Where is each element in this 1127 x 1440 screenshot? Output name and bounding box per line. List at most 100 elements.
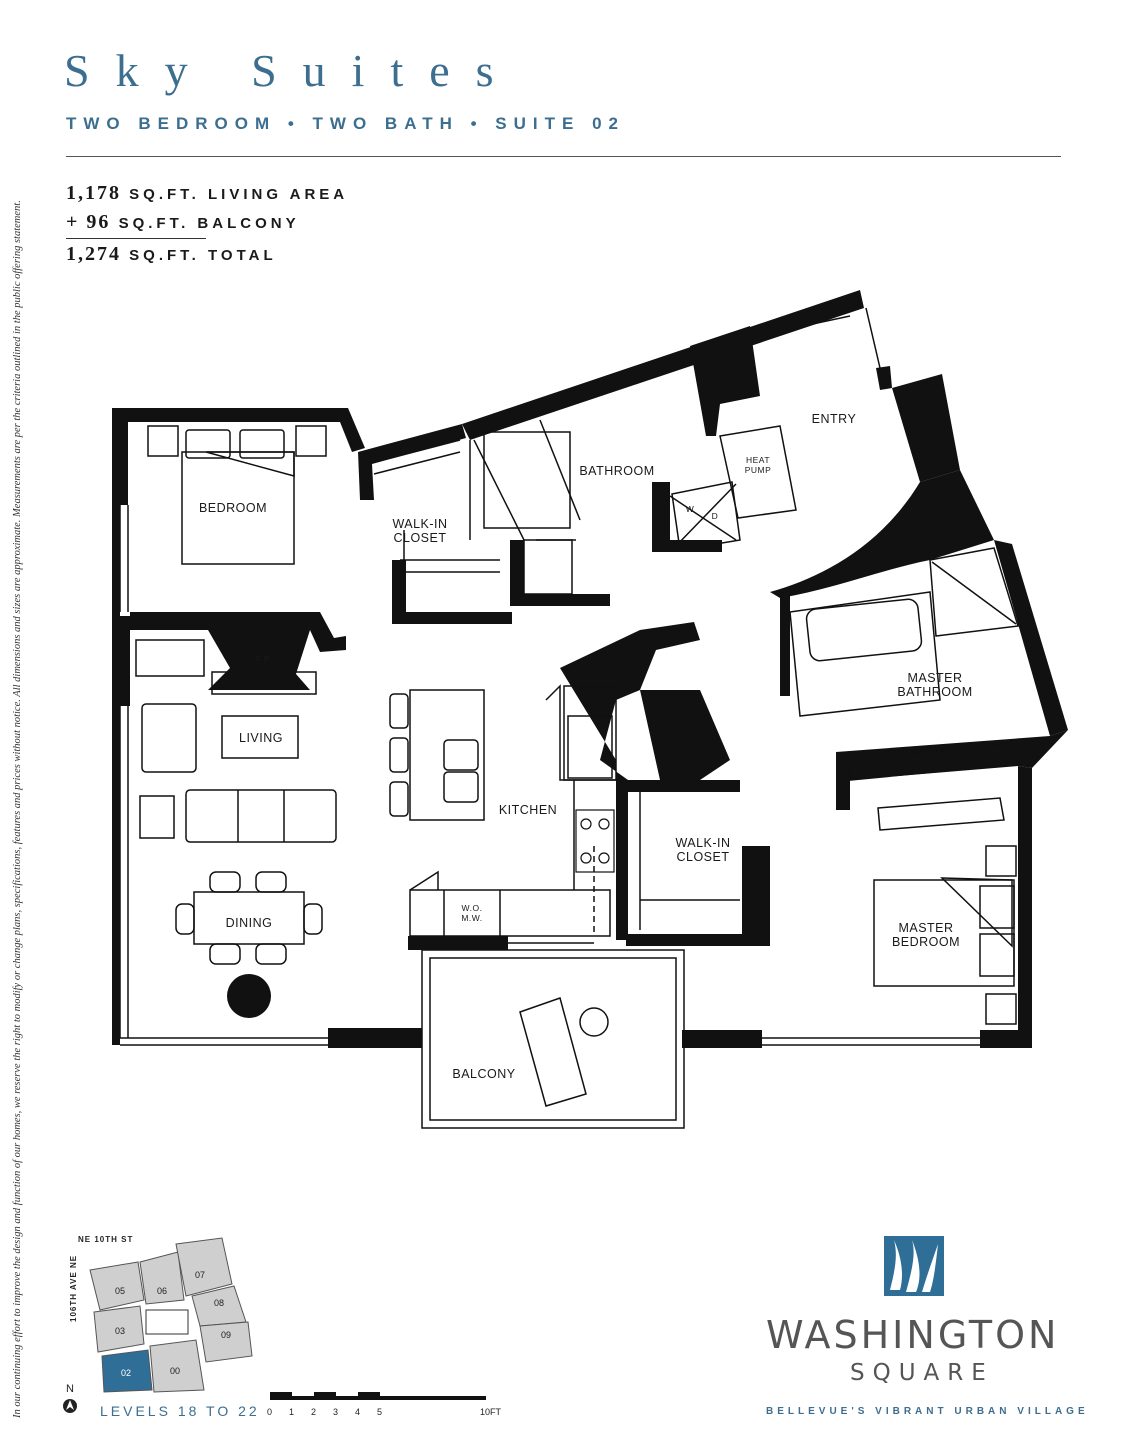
wall-entry-jamb (876, 366, 892, 390)
label-dining: DINING (226, 916, 273, 930)
total-area-value: 1,274 (66, 243, 121, 265)
label-dryer: D (712, 511, 719, 521)
label-walkin1-b: CLOSET (393, 531, 446, 545)
wall-bath-lower (510, 540, 524, 606)
label-washer: W (686, 504, 695, 514)
keyplan-unit-09 (199, 1321, 253, 1363)
label-heat: HEAT (746, 455, 770, 465)
scale-bar: 0 1 2 3 4 5 10FT (267, 1392, 502, 1417)
balcony-outline (421, 949, 685, 1129)
wall-left-exterior (112, 505, 120, 1045)
balcony-area-value: + 96 (66, 211, 111, 233)
wall-closet-top (358, 424, 466, 500)
balcony-area-label: SQ.FT. BALCONY (118, 215, 300, 232)
total-area-label: SQ.FT. TOTAL (129, 247, 277, 264)
wall-right-top (892, 374, 960, 482)
wall-master-bath-left (780, 596, 790, 696)
wall-bed-living (112, 612, 346, 652)
label-walkin2-a: WALK-IN (675, 836, 730, 850)
logo-tagline: BELLEVUE'S VIBRANT URBAN VILLAGE (766, 1406, 1089, 1417)
logo-sub: SQUARE (850, 1360, 994, 1386)
label-master-bath-b: BATHROOM (897, 685, 972, 699)
wall-right-lower (1018, 766, 1032, 1048)
total-area-line: 1,274 SQ.FT. TOTAL (66, 243, 277, 266)
stove (575, 809, 615, 873)
keyplan-core (145, 1309, 189, 1335)
label-entry: ENTRY (812, 412, 857, 426)
closet-shelves (367, 439, 740, 930)
living-area-value: 1,178 (66, 182, 121, 204)
keyplan-label-00: 00 (170, 1366, 180, 1376)
levels-label: LEVELS 18 TO 22 (100, 1403, 260, 1419)
label-walkin1-a: WALK-IN (392, 517, 447, 531)
living-area-line: 1,178 SQ.FT. LIVING AREA (66, 182, 348, 205)
wall-walkin2-base (626, 934, 770, 946)
label-wo: W.O. (462, 903, 483, 913)
label-balcony: BALCONY (452, 1067, 515, 1081)
scale-tick-0: 0 (267, 1407, 272, 1417)
keyplan-unit-03 (93, 1305, 145, 1353)
label-bedroom: BEDROOM (199, 501, 267, 515)
living-area-label: SQ.FT. LIVING AREA (129, 186, 349, 203)
label-fp: F.P. (256, 654, 272, 664)
label-mw: M.W. (461, 913, 482, 923)
wall-wd-left (652, 482, 670, 550)
wall-bedroom-top (112, 408, 365, 505)
keyplan-label-09: 09 (221, 1330, 231, 1340)
scale-end-label: 10FT (480, 1407, 502, 1417)
area-sum-rule (66, 238, 206, 239)
round-table (227, 974, 271, 1018)
keyplan-unit-00 (149, 1339, 205, 1393)
balcony-area-line: + 96 SQ.FT. BALCONY (66, 211, 300, 234)
washington-square-logo-icon (884, 1236, 944, 1296)
keyplan-label-06: 06 (157, 1286, 167, 1296)
logo-name: WASHINGTON (766, 1313, 1060, 1357)
keyplan-unit-06 (139, 1251, 185, 1305)
scale-tick-3: 3 (333, 1407, 338, 1417)
wall-core-fill (640, 690, 730, 780)
page-title: Sky Suites (64, 45, 520, 96)
wall-curve (770, 470, 994, 598)
scale-tick-4: 4 (355, 1407, 360, 1417)
wall-bottom-right (682, 1030, 762, 1048)
label-kitchen: KITCHEN (499, 803, 557, 817)
thin-walls (119, 307, 1020, 1129)
wall-bottom-left (328, 1028, 422, 1048)
keyplan-label-03: 03 (115, 1326, 125, 1336)
key-plan: NE 10TH ST 106TH AVE NE 05 06 07 08 03 0… (63, 1235, 253, 1413)
keyplan-street-top: NE 10TH ST (78, 1235, 133, 1244)
wall-wd-base (652, 540, 722, 552)
keyplan-unit-02 (101, 1349, 153, 1393)
label-master-bath-a: MASTER (907, 671, 962, 685)
scale-tick-5: 5 (377, 1407, 382, 1417)
page-subtitle: TWO BEDROOM • TWO BATH • SUITE 02 (66, 114, 625, 133)
label-master-bed-b: BEDROOM (892, 935, 960, 949)
label-pump: PUMP (745, 465, 772, 475)
label-living: LIVING (239, 731, 283, 745)
north-label: N (66, 1383, 74, 1395)
keyplan-street-side: 106TH AVE NE (69, 1255, 78, 1322)
keyplan-label-05: 05 (115, 1286, 125, 1296)
scale-tick-1: 1 (289, 1407, 294, 1417)
room-labels: BEDROOM WALK-IN CLOSET BATHROOM HEAT PUM… (199, 412, 972, 1081)
fireplace-block (208, 630, 310, 690)
keyplan-label-08: 08 (214, 1298, 224, 1308)
wall-kitchen-base (408, 936, 508, 950)
wall-closet-bottom (392, 560, 406, 622)
keyplan-label-02: 02 (121, 1368, 131, 1378)
keyplan-unit-05 (89, 1261, 145, 1311)
wall-walkin2-right (742, 846, 770, 946)
scale-tick-2: 2 (311, 1407, 316, 1417)
wall-bath-base (510, 594, 610, 606)
keyplan-unit-07 (175, 1237, 233, 1297)
label-walkin2-b: CLOSET (676, 850, 729, 864)
wall-corner-br (980, 1030, 1032, 1048)
wall-entry-block (690, 326, 760, 436)
wall-closet-base (392, 612, 512, 624)
keyplan-label-07: 07 (195, 1270, 205, 1280)
wall-left-pier (112, 616, 130, 706)
wall-core (560, 622, 740, 940)
walls (112, 290, 1068, 1048)
label-bathroom: BATHROOM (579, 464, 654, 478)
